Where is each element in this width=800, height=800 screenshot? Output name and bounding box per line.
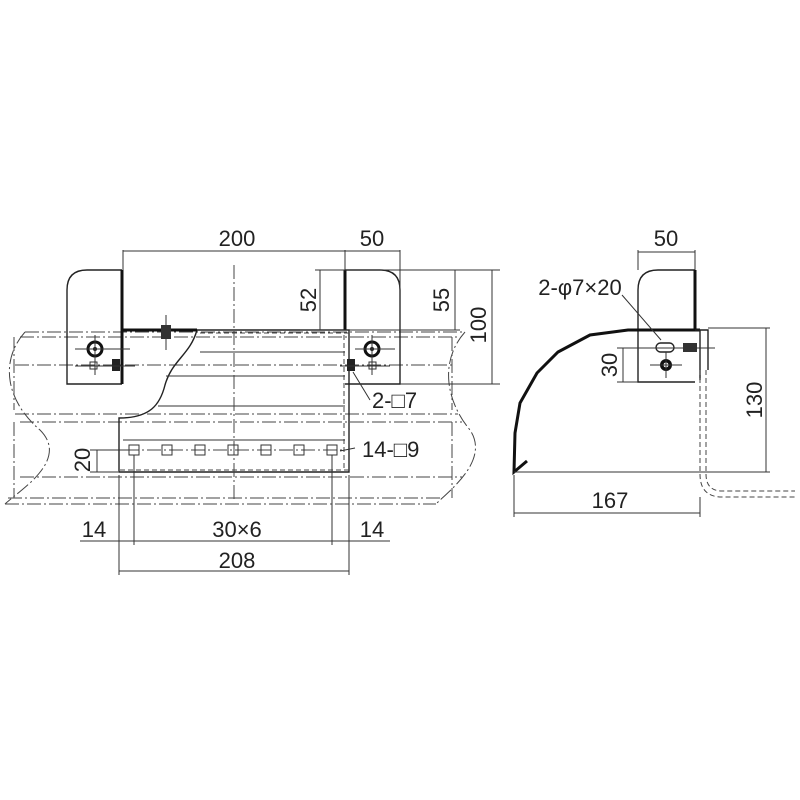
dim-100: 100 (466, 307, 491, 344)
callout-14-sq9: 14-□9 (362, 437, 419, 462)
dim-55: 55 (429, 288, 454, 312)
hood-cover (512, 328, 700, 476)
cable-tray-channel (4, 331, 476, 505)
dim-130: 130 (742, 382, 767, 419)
left-bracket (66, 269, 122, 385)
side-view: 50 30 130 167 2-φ7×20 (512, 226, 795, 517)
dim-50-front: 50 (360, 226, 384, 251)
dim-200: 200 (219, 226, 256, 251)
dim-20: 20 (70, 448, 95, 472)
side-bracket (637, 269, 695, 383)
side-dimension-lines (513, 250, 770, 517)
bolt-icons (75, 315, 395, 375)
dim-30: 30 (597, 353, 622, 377)
dim-30x6: 30×6 (212, 517, 262, 542)
dim-208: 208 (219, 548, 256, 573)
dim-14-left: 14 (82, 517, 106, 542)
front-dimension-lines (80, 250, 500, 575)
square-holes-row (125, 444, 345, 456)
dim-14-right: 14 (360, 517, 384, 542)
cover-plate (118, 329, 350, 473)
dim-50-side: 50 (654, 226, 678, 251)
front-view: 200 50 52 55 100 20 14 30×6 14 208 2-□7 … (4, 226, 500, 575)
dim-52: 52 (296, 288, 321, 312)
callout-2-sq7: 2-□7 (372, 388, 417, 413)
callout-slot-holes: 2-φ7×20 (538, 275, 621, 300)
dim-167: 167 (592, 488, 629, 513)
